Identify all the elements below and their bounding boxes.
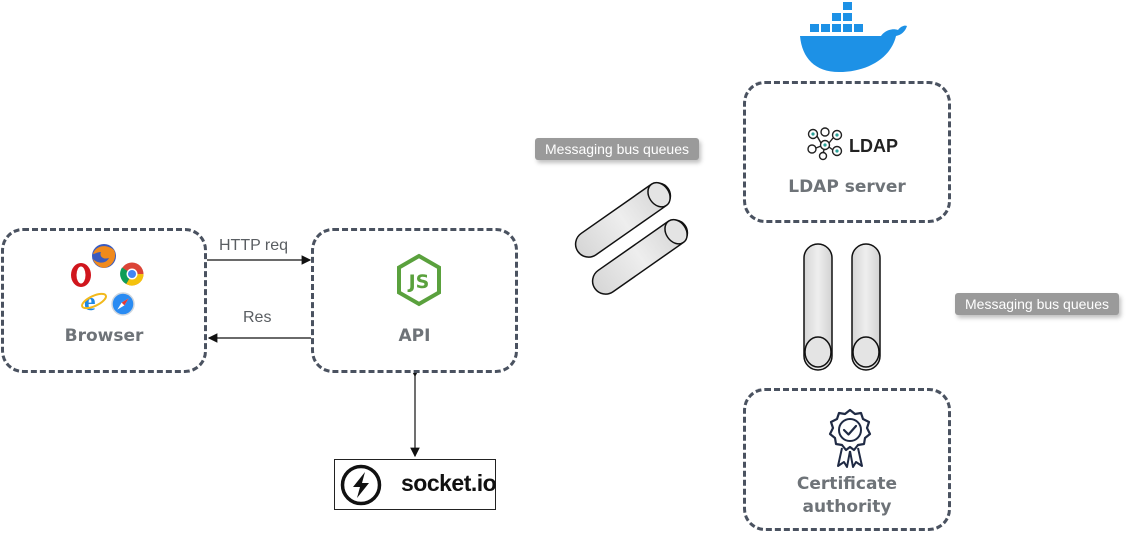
browser-label: Browser [64,326,144,346]
chrome-icon [120,262,144,286]
browser-node: e Browser [1,228,207,373]
ldap-logo-text: LDAP [849,136,898,156]
ldap-network-icon [807,127,843,161]
socketio-label: socket.io [401,470,497,496]
queue-cylinder-2 [591,218,689,295]
ie-icon: e [81,288,107,314]
ldap-server-label: LDAP server [788,177,906,197]
certificate-authority-label: Certificate authority [796,474,898,517]
res-label: Res [243,309,272,326]
queue-cylinder-3 [803,243,833,371]
api-node: JS API [311,228,518,373]
api-label: API [398,326,431,346]
queue-cylinder-4 [851,243,881,371]
svg-text:JS: JS [407,271,430,293]
socketio-icon [340,464,382,506]
queue-label-right: Messaging bus queues [955,293,1119,315]
safari-icon [111,292,135,316]
opera-icon [71,263,91,287]
certificate-authority-node: Certificate authority [743,388,951,531]
nodejs-icon: JS [397,253,441,307]
certificate-badge-icon [828,408,872,468]
http-req-label: HTTP req [219,237,289,254]
firefox-icon [92,244,116,268]
socketio-node: socket.io [334,459,497,510]
ldap-server-node: LDAP LDAP server [743,81,951,223]
docker-icon [800,2,907,72]
svg-text:e: e [84,288,96,314]
queue-label-top: Messaging bus queues [535,138,699,160]
queue-cylinder-1 [574,181,672,258]
